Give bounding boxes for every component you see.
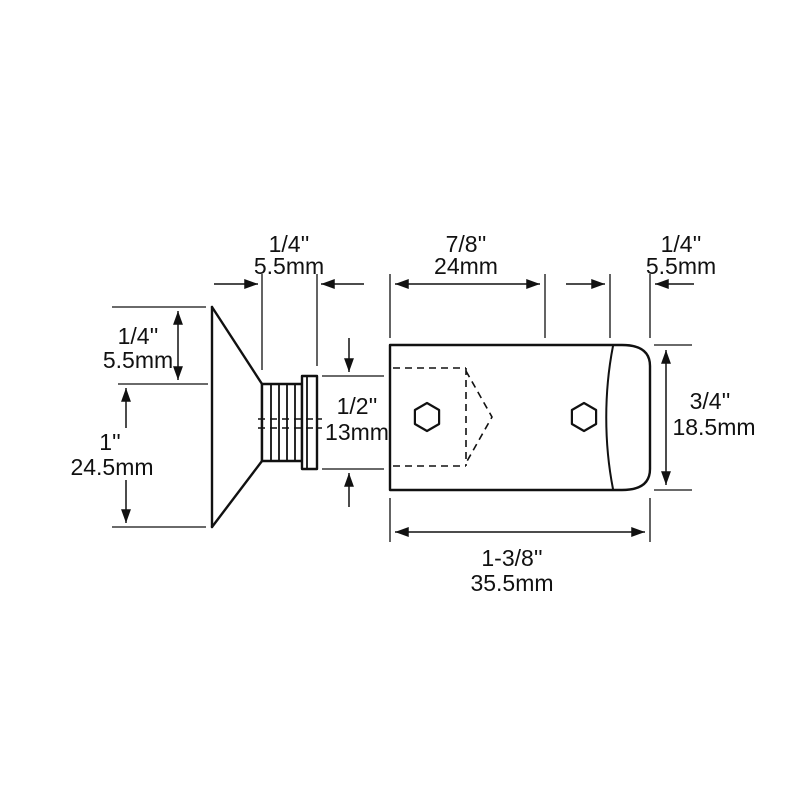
cone-top-slant [210,305,264,386]
dim-overall-length-inch: 1-3/8'' [481,545,542,571]
dim-flange-height: 1'' 24.5mm [70,388,206,528]
cone-bottom-slant [210,459,264,529]
dim-stub-diameter: 1/2'' 13mm [322,338,389,507]
dim-end-section-mm: 5.5mm [646,253,716,279]
socket-groove-line [605,345,614,490]
dim-body-length-inch: 7/8'' [446,231,487,257]
dim-stub-length: 1/4'' 5.5mm [214,231,364,370]
socket-body-part [388,343,652,492]
cone-flange-part [210,305,322,529]
dim-body-diameter-inch: 3/4'' [690,388,731,414]
dim-flange-offset: 1/4'' 5.5mm [103,306,208,385]
dim-stub-length-inch: 1/4'' [269,231,310,257]
stub-flange-ring [300,374,319,471]
dim-body-diameter-mm: 18.5mm [672,414,755,440]
dim-stub-diameter-mm: 13mm [325,419,389,445]
dim-stub-diameter-inch: 1/2'' [337,393,378,419]
dim-overall-length: 1-3/8'' 35.5mm [389,498,651,596]
dim-body-length-mm: 24mm [434,253,498,279]
socket-body-outline [388,343,652,492]
dim-body-length: 7/8'' 24mm [389,231,546,338]
dim-flange-offset-mm: 5.5mm [103,347,173,373]
dim-overall-length-mm: 35.5mm [470,570,553,596]
hex-set-screw-right-icon [570,401,598,433]
hex-set-screw-left-icon [413,401,441,433]
dim-end-section: 1/4'' 5.5mm [566,231,716,338]
dim-stub-length-mm: 5.5mm [254,253,324,279]
dim-flange-offset-inch: 1/4'' [118,323,159,349]
stub-body [260,382,304,463]
hidden-drill-point [465,370,493,464]
dim-end-section-inch: 1/4'' [661,231,702,257]
dim-flange-height-mm: 24.5mm [70,454,153,480]
dim-flange-height-inch: 1'' [99,429,121,455]
dim-body-diameter: 3/4'' 18.5mm [654,344,756,491]
